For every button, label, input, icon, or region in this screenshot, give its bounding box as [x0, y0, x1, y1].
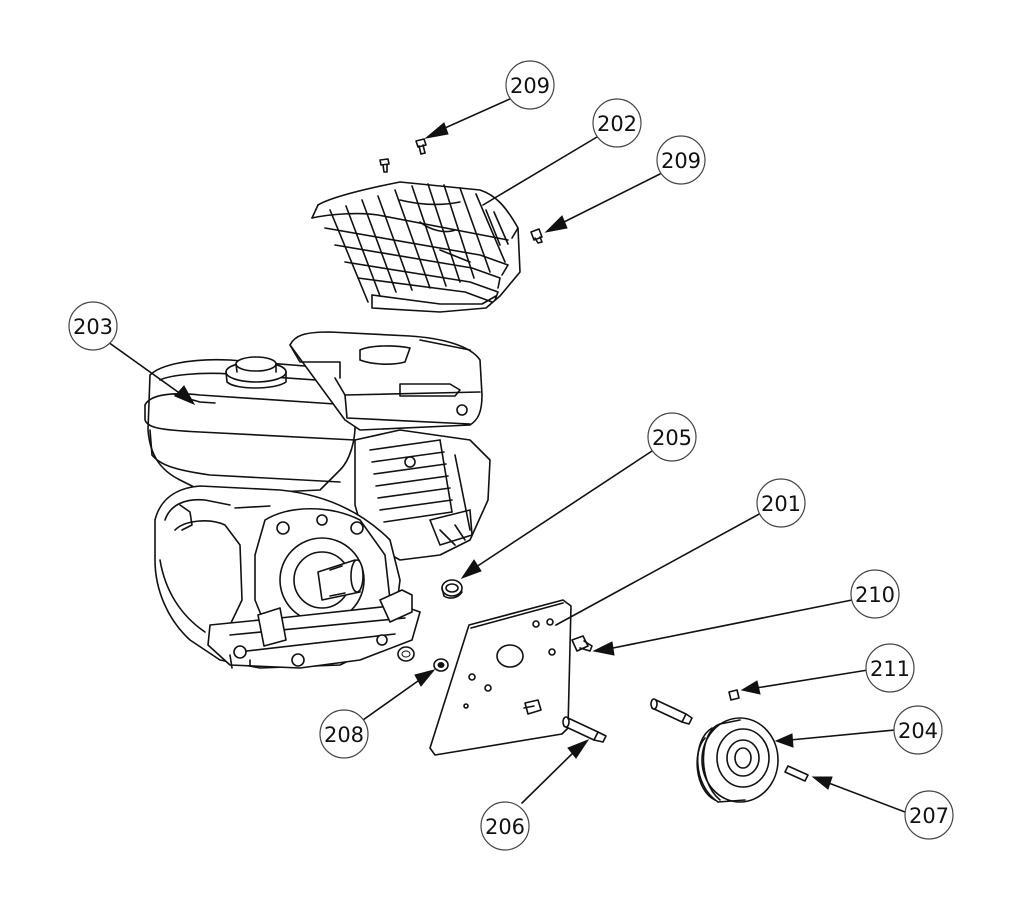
- callout-209-right: 209: [656, 135, 706, 185]
- muffler-guard-202: [311, 181, 521, 313]
- screw-209-right: [530, 228, 543, 244]
- callout-label: 209: [661, 149, 701, 173]
- mounting-plate-201: [429, 599, 572, 756]
- leader-lines: [107, 97, 906, 813]
- callout-202: 202: [592, 98, 642, 148]
- callout-209-top: 209: [505, 60, 555, 110]
- callout-211: 211: [865, 643, 915, 693]
- callout-label: 201: [761, 492, 801, 516]
- key-207: [784, 765, 809, 782]
- callout-label: 203: [73, 315, 113, 339]
- pin-206: [562, 716, 607, 743]
- callout-201: 201: [756, 478, 806, 528]
- callout-label: 207: [909, 804, 949, 828]
- callout-203: 203: [68, 301, 118, 351]
- callout-label: 206: [485, 815, 525, 839]
- callout-label: 204: [898, 719, 938, 743]
- bolt-210: [571, 635, 593, 652]
- callout-206: 206: [480, 801, 530, 851]
- callout-label: 205: [652, 426, 692, 450]
- callout-label: 210: [855, 583, 895, 607]
- screw-209-top: [415, 138, 427, 155]
- set-screw-211: [728, 689, 740, 701]
- callout-207: 207: [904, 790, 954, 840]
- callout-label: 211: [870, 657, 910, 681]
- engine-203: [144, 331, 491, 669]
- callout-label: 202: [597, 112, 637, 136]
- callout-205: 205: [647, 412, 697, 462]
- callout-bubbles: 209 202 209 203 205 201 210 211: [68, 60, 954, 851]
- callout-204: 204: [893, 705, 943, 755]
- pin-upper: [650, 698, 693, 725]
- screw-209-left: [379, 158, 390, 173]
- nut-208: [433, 658, 449, 672]
- callout-label: 208: [324, 723, 364, 747]
- callout-label: 209: [510, 74, 550, 98]
- pulley-204: [696, 717, 779, 803]
- washer-205: [441, 579, 463, 599]
- callout-210: 210: [850, 569, 900, 619]
- callout-208: 208: [319, 709, 369, 759]
